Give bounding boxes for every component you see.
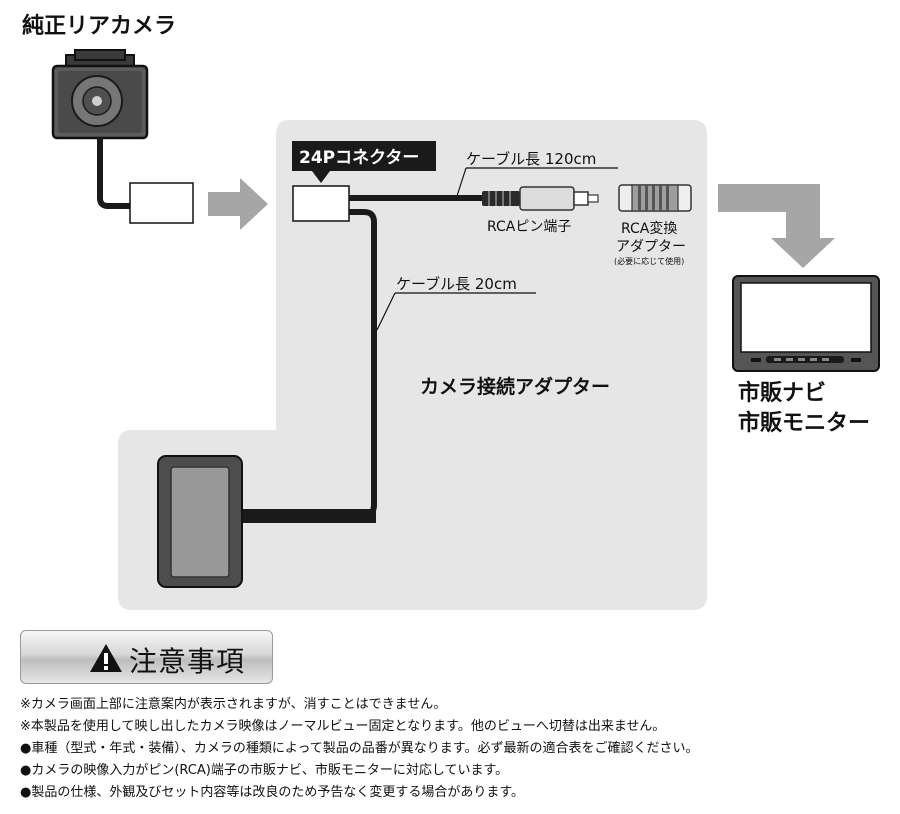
notice-item: ●製品の仕様、外観及びセット内容等は改良のため予告なく変更する場合があります。: [20, 785, 525, 800]
24p-connector: [292, 185, 350, 222]
notice-item: ●車種（型式・年式・装備）、カメラの種類によって製品の品番が異なります。必ず最新…: [20, 741, 699, 756]
notice-item: ※カメラ画面上部に注意案内が表示されますが、消すことはできません。: [20, 697, 447, 712]
cable-short-leader: [376, 292, 396, 331]
adapter-label: カメラ接続アダプター: [420, 375, 610, 398]
wiring-diagram: 純正リアカメラ 24Pコネクター ケーブル長 120cm RCAピン端子: [22, 13, 880, 610]
notice-banner: 注意事項: [20, 630, 273, 684]
camera-title: 純正リアカメラ: [22, 13, 176, 39]
monitor-icon: [732, 275, 880, 372]
adapter-cable-stub: [240, 509, 376, 523]
camera-adapter-box: [157, 455, 376, 588]
notice-list: ※カメラ画面上部に注意案内が表示されますが、消すことはできません。 ※本製品を使…: [20, 694, 890, 804]
rca-pin-label: RCAピン端子: [487, 219, 571, 235]
connector-label-pointer: [312, 171, 330, 183]
warning-icon: [90, 644, 122, 672]
rca-adapter-note: (必要に応じて使用): [614, 256, 684, 266]
output-arrow-icon: [718, 184, 835, 268]
rca-adapter-label-2: アダプター: [616, 239, 686, 255]
cable-short-label: ケーブル長 20cm: [396, 275, 517, 293]
navi-label: 市販ナビ: [738, 380, 826, 406]
camera-connector: [129, 182, 194, 224]
connector-label-box: [292, 141, 436, 171]
cable-long-leader: [456, 167, 467, 197]
rca-adapter-icon: [618, 184, 692, 212]
adapter-panel-background: [118, 120, 707, 610]
notice-title: 注意事項: [129, 645, 246, 678]
rca-pin-icon: [482, 186, 599, 211]
camera-cable: [97, 138, 130, 209]
monitor-label: 市販モニター: [738, 410, 870, 436]
notice-item: ※本製品を使用して映し出したカメラ映像はノーマルビュー固定となります。他のビュー…: [20, 719, 666, 734]
rca-adapter-label-1: RCA変換: [621, 220, 677, 237]
rear-camera-icon: [51, 49, 149, 140]
connect-arrow-icon: [208, 178, 268, 230]
notice-item: ●カメラの映像入力がピン(RCA)端子の市販ナビ、市販モニターに対応しています。: [20, 763, 509, 778]
connector-label: 24Pコネクター: [299, 148, 419, 168]
cable-long-label: ケーブル長 120cm: [466, 150, 596, 168]
